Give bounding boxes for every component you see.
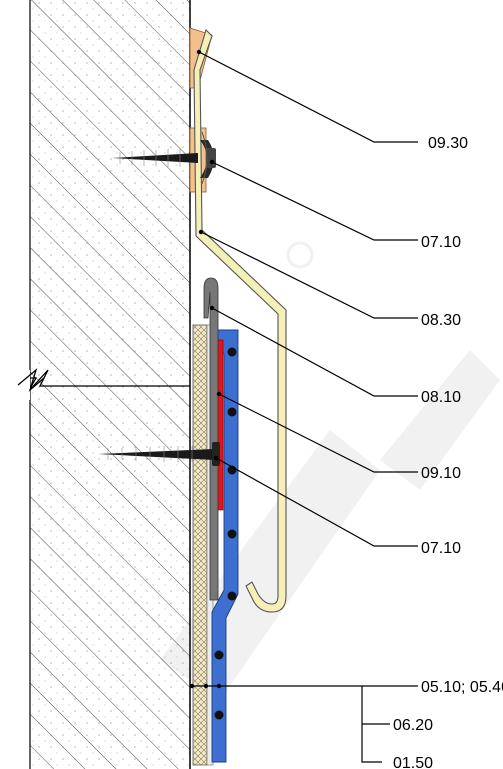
callout-label: 07.10 bbox=[421, 234, 461, 251]
masonry-wall bbox=[0, 0, 191, 769]
leader-line bbox=[215, 457, 418, 547]
callout-label: 08.10 bbox=[421, 389, 461, 406]
clamping-profile-body bbox=[203, 277, 219, 601]
callout-label: 09.30 bbox=[428, 135, 468, 152]
callout-label: 09.10 bbox=[421, 465, 461, 482]
callout-label: 08.30 bbox=[421, 312, 461, 329]
callout-label: 06.20 bbox=[393, 717, 433, 734]
cover-flashing-profile bbox=[193, 28, 287, 613]
top-screw-shank bbox=[112, 153, 198, 163]
profile-rivet bbox=[227, 347, 237, 357]
underlay-membrane bbox=[192, 324, 208, 766]
wall-dot-texture bbox=[30, 0, 190, 769]
profile-rivet bbox=[227, 591, 237, 601]
callout-label: 07.10 bbox=[421, 540, 461, 557]
leader-line bbox=[200, 231, 418, 319]
base-profile bbox=[211, 329, 239, 763]
profile-rivet bbox=[227, 407, 237, 417]
leader-line bbox=[198, 51, 418, 143]
profile-rivet bbox=[214, 650, 224, 660]
callout-label: 05.10; 05.40 bbox=[421, 679, 503, 696]
profile-rivet bbox=[214, 710, 224, 720]
top-screw-fixing bbox=[112, 131, 216, 185]
callout-labels: 09.30 07.10 08.30 08.10 09.10 07.10 05.1… bbox=[393, 135, 503, 769]
callout-label: 01.50 bbox=[393, 755, 433, 769]
leader-line bbox=[218, 393, 418, 473]
lower-screw-shank bbox=[98, 449, 214, 460]
leader-lines bbox=[189, 49, 418, 763]
lower-screw-fixing bbox=[98, 442, 220, 466]
leader-line bbox=[211, 161, 418, 241]
leader-line bbox=[211, 307, 418, 397]
cover-flashing bbox=[193, 28, 287, 613]
lower-screw-head bbox=[212, 442, 220, 466]
clamping-profile bbox=[203, 277, 219, 601]
profile-rivet bbox=[227, 529, 237, 539]
